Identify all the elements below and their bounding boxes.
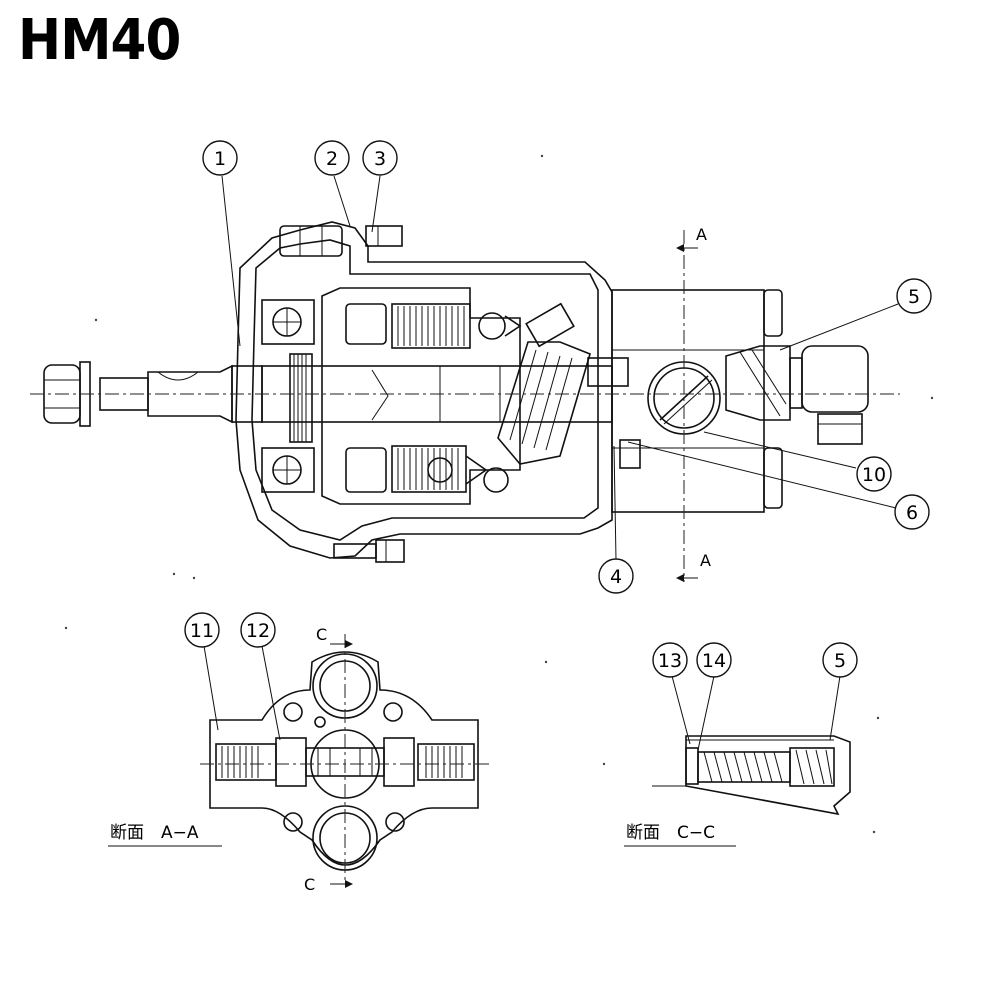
lower-piston <box>345 445 509 493</box>
outlet-fittings <box>725 345 869 445</box>
callout-3: 3 <box>362 140 398 176</box>
callout-12: 12 <box>240 612 276 648</box>
callout-5-cc: 5 <box>822 642 858 678</box>
callout-10: 10 <box>856 456 892 492</box>
callout-label: 2 <box>326 148 338 170</box>
cut-letter-c-bottom: C <box>304 875 315 894</box>
upper-piston <box>345 302 575 349</box>
section-label-cc: 断面 C−C <box>626 823 715 843</box>
callout-label: 3 <box>374 148 386 170</box>
callout-6: 6 <box>894 494 930 530</box>
callout-label: 14 <box>702 650 726 672</box>
callout-2: 2 <box>314 140 350 176</box>
callout-11: 11 <box>184 612 220 648</box>
leader-lines <box>203 175 899 751</box>
callout-4: 4 <box>598 558 634 594</box>
section-cc-view: 断面 C−C <box>624 735 851 847</box>
callout-14: 14 <box>696 642 732 678</box>
scan-specks <box>64 154 934 834</box>
diagram-title: HM40 <box>18 8 181 73</box>
section-a-marks: A A <box>676 225 711 582</box>
callout-label: 5 <box>834 650 846 672</box>
cut-letter-c-top: C <box>316 625 327 644</box>
callout-13: 13 <box>652 642 688 678</box>
callout-5: 5 <box>896 278 932 314</box>
callout-label: 6 <box>906 502 918 524</box>
callout-label: 11 <box>190 620 214 642</box>
pump-housing <box>235 221 613 563</box>
inner-chambers <box>261 287 613 505</box>
valve-block <box>587 289 783 513</box>
callout-1: 1 <box>202 140 238 176</box>
callout-label: 5 <box>908 286 920 308</box>
section-aa-view: C C 断面 A−A <box>108 625 490 894</box>
callout-label: 10 <box>862 464 886 486</box>
swash-plate <box>497 341 591 465</box>
shaft-end <box>43 361 263 427</box>
cut-letter-a-top: A <box>696 225 707 244</box>
callout-label: 12 <box>246 620 270 642</box>
callout-label: 4 <box>610 566 622 588</box>
section-label-aa: 断面 A−A <box>110 823 199 843</box>
main-section-view: A A <box>30 221 900 582</box>
callout-label: 13 <box>658 650 682 672</box>
callout-label: 1 <box>214 148 226 170</box>
cut-letter-a-bottom: A <box>700 551 711 570</box>
